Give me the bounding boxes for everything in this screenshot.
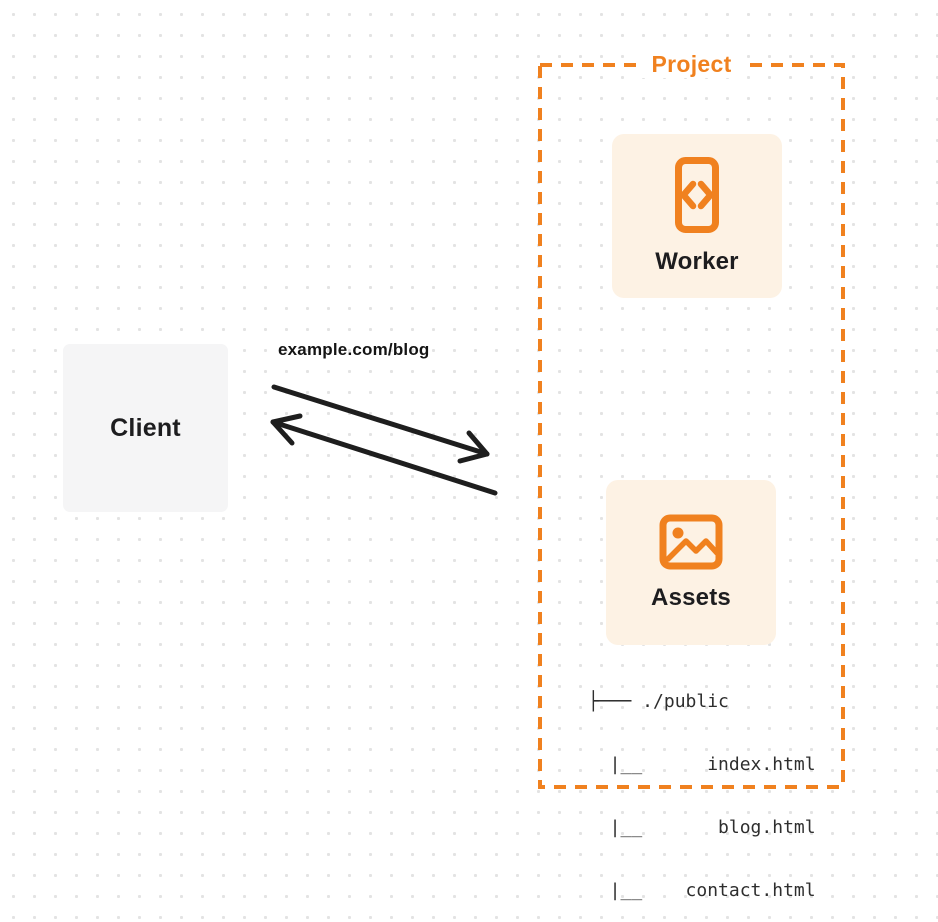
response-arrow: [270, 413, 498, 496]
arrowhead-left-icon: [270, 413, 303, 446]
file-tree-item: |__ index.html: [588, 754, 816, 775]
code-file-icon: [675, 157, 719, 233]
request-arrow: [271, 384, 490, 464]
assets-label: Assets: [651, 583, 731, 611]
assets-node: Assets: [606, 480, 776, 645]
client-node: Client: [63, 344, 228, 512]
file-tree-item: |__ contact.html: [588, 880, 816, 901]
arrowhead-right-icon: [457, 430, 490, 464]
diagram-canvas: { "diagram": { "client": { "label": "Cli…: [0, 0, 938, 901]
image-icon: [659, 514, 723, 569]
worker-label: Worker: [655, 248, 739, 275]
file-tree-item: |__ blog.html: [588, 817, 816, 838]
request-url-label: example.com/blog: [278, 340, 430, 359]
assets-file-tree: ├─── ./public |__ index.html |__ blog.ht…: [588, 649, 816, 922]
file-tree-root: ├─── ./public: [588, 691, 729, 712]
client-label: Client: [110, 413, 181, 442]
worker-node: Worker: [612, 134, 782, 298]
